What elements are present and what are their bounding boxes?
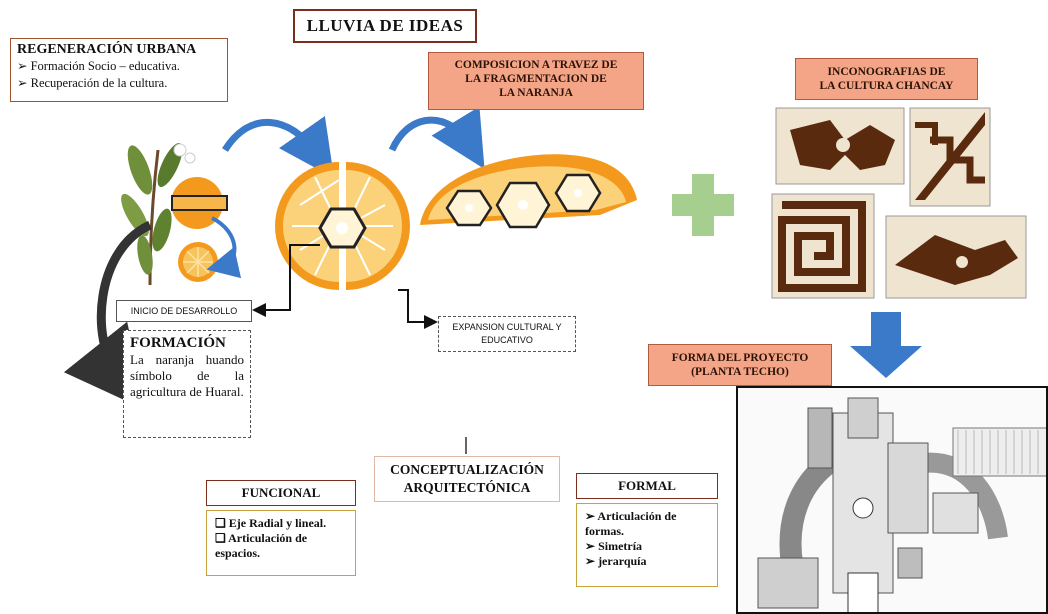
gray-curved-arrow [63,220,153,411]
composicion-box: COMPOSICION A TRAVEZ DE LA FRAGMENTACION… [428,52,644,110]
blue-curved-arrow [222,116,335,178]
down-arrow-icon [850,312,922,378]
conceptualizacion-box: CONCEPTUALIZACIÓN ARQUITECTÓNICA [374,456,560,502]
orange-branch-illustration [121,142,228,286]
funcional-title: FUNCIONAL [206,480,356,506]
formacion-text: La naranja huando símbolo de la agricult… [130,352,244,399]
formal-item: ➢ Articulación de formas. [585,509,677,538]
regeneracion-item: ➢ Recuperación de la cultura. [17,76,168,90]
funcional-item: ❑ Eje Radial y lineal. [215,516,327,530]
regeneracion-heading: REGENERACIÓN URBANA [17,42,197,57]
iconografias-box: INCONOGRAFIAS DE LA CULTURA CHANCAY [795,58,978,100]
regeneracion-item: ➢ Formación Socio – educativa. [17,59,180,73]
funcional-list: ❑ Eje Radial y lineal. ❑ Articulación de… [206,510,356,576]
formal-list: ➢ Articulación de formas. ➢ Simetría ➢ j… [576,503,718,587]
page-title: LLUVIA DE IDEAS [293,9,477,43]
plus-icon [672,174,734,236]
regeneracion-box: REGENERACIÓN URBANA ➢ Formación Socio – … [10,38,228,102]
formacion-box: FORMACIÓN La naranja huando símbolo de l… [123,330,251,438]
formal-item: ➢ jerarquía [585,554,647,568]
formal-title: FORMAL [576,473,718,499]
forma-proyecto-box: FORMA DEL PROYECTO (PLANTA TECHO) [648,344,832,386]
expansion-label: EXPANSION CULTURAL Y EDUCATIVO [438,316,576,352]
blue-curved-arrow [206,216,242,279]
orange-fragment-strip [420,154,637,229]
inicio-desarrollo-label: INICIO DE DESARROLLO [116,300,252,322]
blue-curved-arrow [388,106,485,169]
funcional-item: ❑ Articulación de espacios. [215,531,308,560]
formacion-heading: FORMACIÓN [130,335,226,351]
roof-plan-image [736,386,1048,614]
chancay-iconography-tiles [771,107,1027,299]
orange-slice-split [275,162,410,290]
formal-item: ➢ Simetría [585,539,643,553]
